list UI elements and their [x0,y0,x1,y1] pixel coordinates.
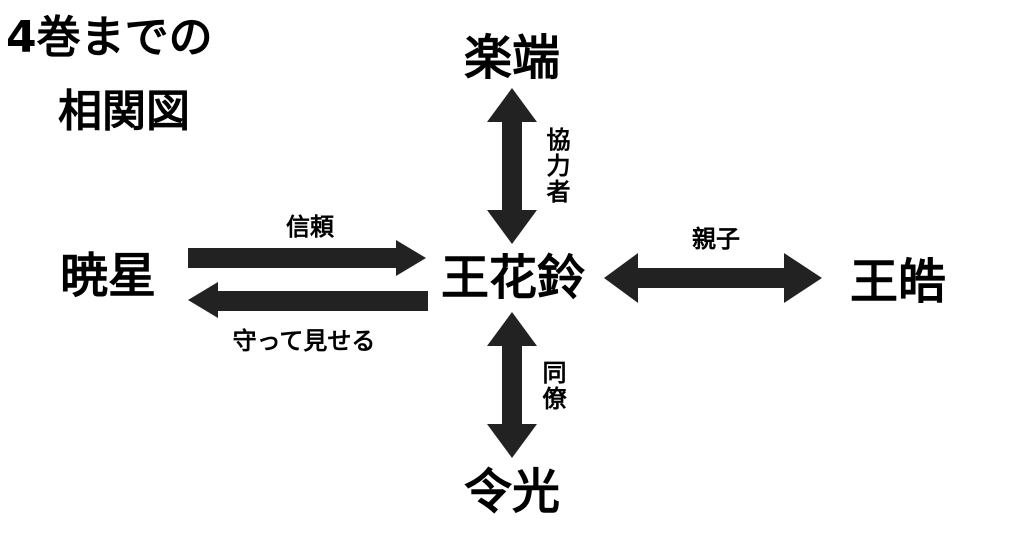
node-top: 楽端 [463,30,561,86]
arrowhead-down [487,210,537,244]
arrowhead-up [487,88,537,122]
edge-label-bottom: 同僚 [538,360,566,412]
arrow-center-right [604,253,822,303]
arrow-top-center [487,88,537,244]
arrowhead-left [604,253,638,303]
arrowhead-up [487,312,537,346]
node-left: 暁星 [59,248,157,304]
diagram-title-line-2: 相関図 [58,86,190,137]
arrowhead-right [784,253,822,303]
edge-label-left-to-center: 信頼 [286,213,334,241]
arrow-center-bottom [487,312,537,458]
edge-label-right: 親子 [692,225,740,253]
arrow-shaft [216,291,428,311]
arrow-shaft [502,120,522,212]
arrowhead-left [188,282,218,318]
node-right: 王皓 [849,254,947,310]
diagram-title-line-1: 4巻までの [6,12,213,63]
arrowhead-down [487,424,537,458]
edge-label-top: 協力者 [542,127,570,205]
node-bottom: 令光 [463,464,561,520]
arrow-shaft [636,268,786,288]
arrow-shaft [188,248,398,268]
arrow-left-to-center [188,240,426,276]
node-center: 王花鈴 [440,250,586,306]
arrowhead-right [396,240,426,276]
arrow-center-to-left [188,282,428,318]
edge-label-center-to-left: 守って見せる [232,327,376,355]
arrow-shaft [502,344,522,426]
